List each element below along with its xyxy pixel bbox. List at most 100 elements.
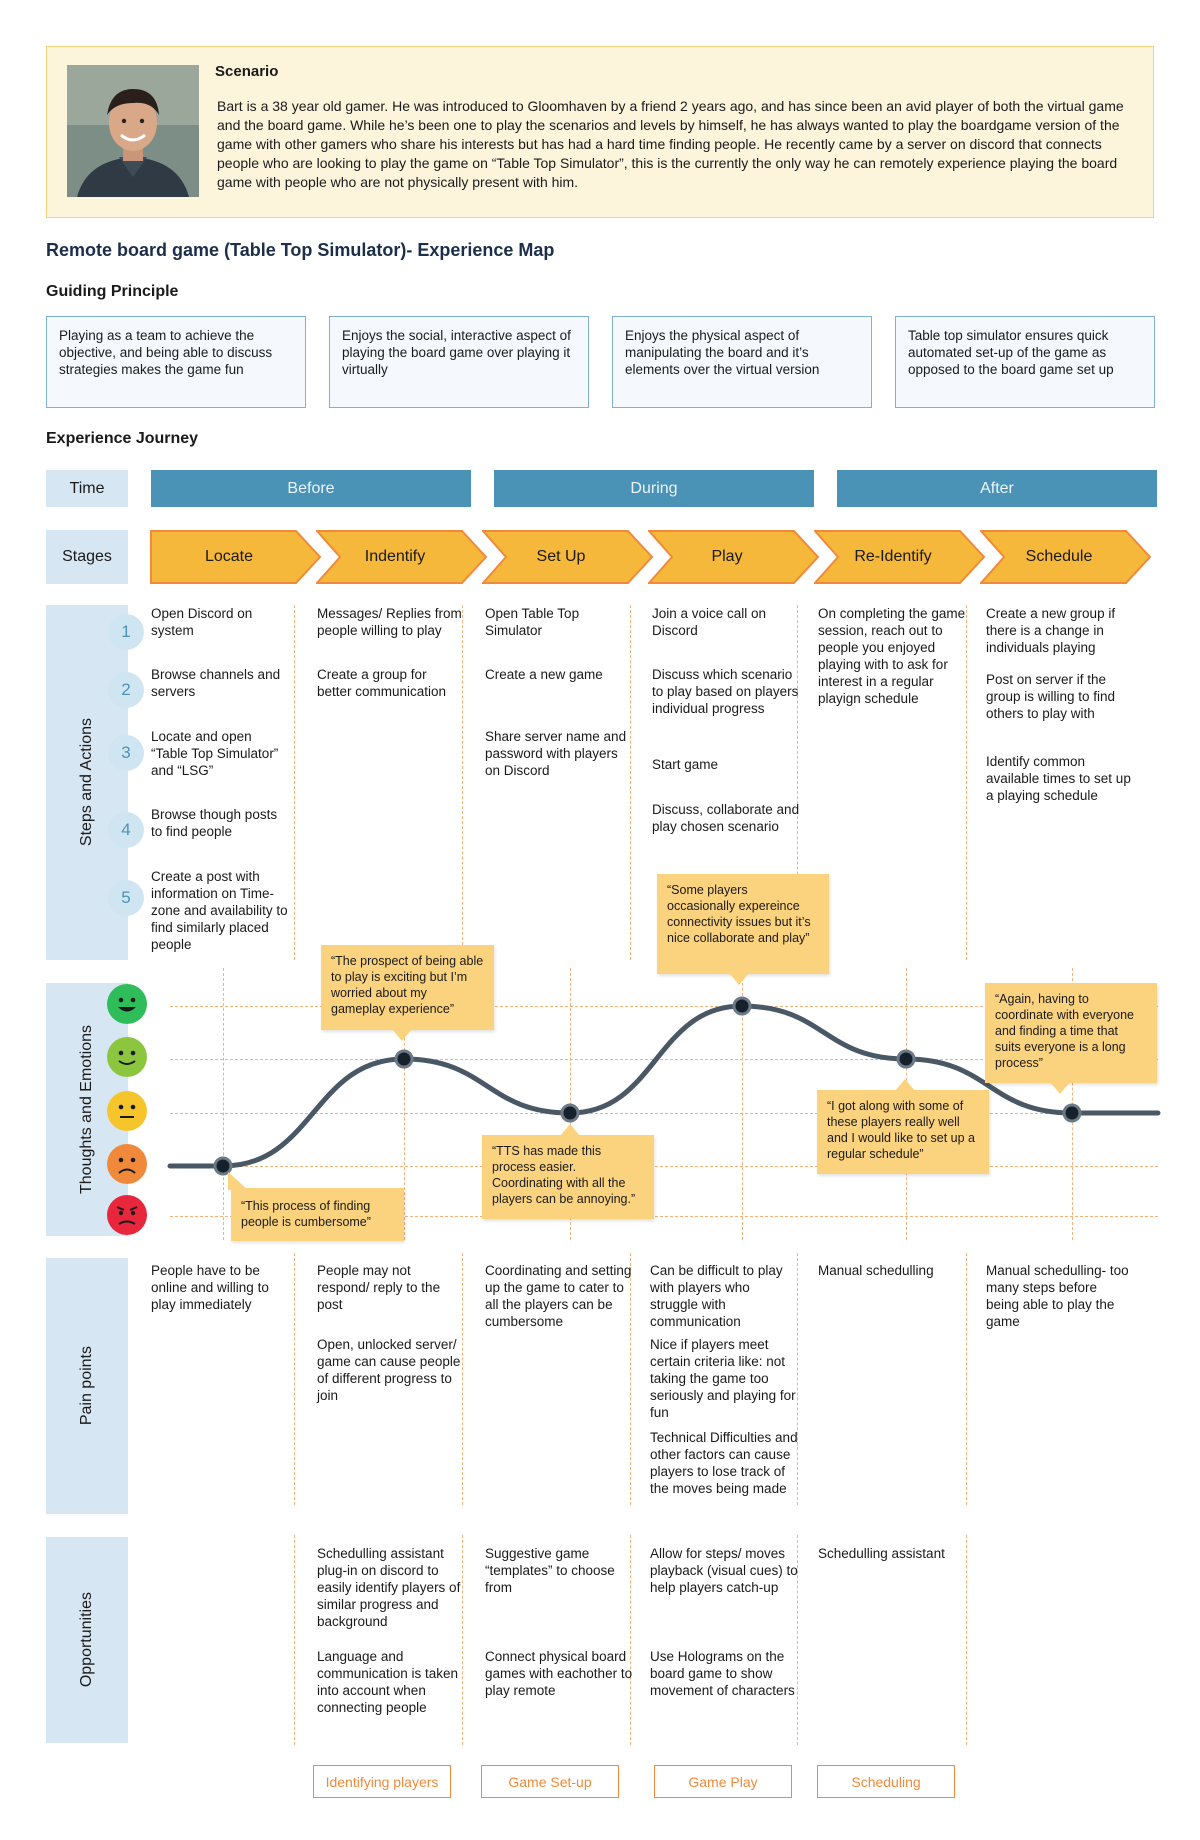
pain-point: Coordinating and setting up the game to …	[485, 1263, 632, 1329]
pain-point: Manual schedulling- too many steps befor…	[986, 1263, 1129, 1329]
step-action: Browse channels and servers	[151, 667, 281, 699]
scenario-title: Scenario	[215, 63, 279, 80]
stage-label: Schedule	[1025, 548, 1093, 565]
step-action: Create a post with information on Time-z…	[151, 869, 288, 952]
opportunity: Suggestive game “templates” to choose fr…	[485, 1546, 615, 1595]
step-action: Open Discord on system	[151, 606, 253, 638]
emotion-quote: “This process of finding people is cumbe…	[231, 1188, 404, 1241]
emotion-point	[213, 1156, 233, 1176]
stage-reidentify: Re-Identify	[814, 530, 986, 584]
stage-chevron-shape	[648, 530, 820, 584]
sad-face-icon	[107, 1144, 147, 1184]
time-phase-during: During	[494, 470, 814, 507]
step-number: 1	[108, 614, 144, 650]
emotion-point	[394, 1049, 414, 1069]
step-action: Share server name and password with play…	[485, 729, 627, 778]
persona-photo	[67, 65, 199, 197]
guiding-principle-box: Enjoys the social, interactive aspect of…	[329, 316, 589, 408]
step-action: Discuss which scenario to play based on …	[652, 667, 799, 716]
scenario-panel: Scenario Bart is a 38 year old gamer. He…	[46, 46, 1154, 218]
row-label-time: Time	[46, 470, 128, 507]
pain-point: Open, unlocked server/ game can cause pe…	[317, 1337, 461, 1403]
stage-label: Re-Identify	[854, 548, 932, 565]
step-number: 5	[108, 880, 144, 916]
opportunity-tag-scheduling: Scheduling	[817, 1765, 955, 1798]
stage-chevron-shape	[316, 530, 488, 584]
stage-setup: Set Up	[482, 530, 654, 584]
step-action: Create a new group if there is a change …	[986, 606, 1116, 655]
step-action: Create a new game	[485, 667, 603, 682]
step-action: Messages/ Replies from people willing to…	[317, 606, 462, 638]
emotion-point	[1062, 1103, 1082, 1123]
stage-play: Play	[648, 530, 820, 584]
stage-label: Play	[711, 548, 743, 565]
pain-point: Technical Difficulties and other factors…	[650, 1430, 798, 1496]
quote-pointer	[560, 1124, 580, 1136]
pain-point: People may not respond/ reply to the pos…	[317, 1263, 441, 1312]
emotion-quote: “I got along with some of these players …	[817, 1090, 989, 1174]
pain-point: Can be difficult to play with players wh…	[650, 1263, 783, 1329]
step-action: Identify common available times to set u…	[986, 754, 1131, 803]
angry-face-icon	[107, 1195, 147, 1235]
opportunity: Schedulling assistant	[818, 1546, 945, 1561]
quote-pointer	[392, 1029, 412, 1041]
happy-face-icon	[107, 1037, 147, 1077]
step-number: 2	[108, 672, 144, 708]
opportunity-tag-identifying-players: Identifying players	[313, 1765, 451, 1798]
opportunity: Use Holograms on the board game to show …	[650, 1649, 795, 1698]
persona-photo-graphic	[67, 65, 199, 197]
emotion-point	[896, 1049, 916, 1069]
stage-chevron-shape	[150, 530, 322, 584]
quote-pointer	[1050, 1082, 1070, 1094]
step-action: Discuss, collaborate and play chosen sce…	[652, 802, 800, 834]
step-action: Start game	[652, 757, 719, 772]
opportunity-tag-game-play: Game Play	[654, 1765, 792, 1798]
step-action: Locate and open “Table Top Simulator” an…	[151, 729, 279, 778]
opportunity: Schedulling assistant plug-in on discord…	[317, 1546, 461, 1629]
row-label-pain-points: Pain points	[46, 1258, 128, 1514]
emotion-curve-line	[167, 1003, 1161, 1169]
neutral-face-icon	[107, 1091, 147, 1131]
quote-pointer	[729, 973, 749, 985]
step-action: Post on server if the group is willing t…	[986, 672, 1116, 721]
emotion-point	[732, 996, 752, 1016]
step-action: On completing the game session, reach ou…	[818, 606, 966, 706]
quote-pointer	[228, 1172, 248, 1190]
emotion-point	[560, 1103, 580, 1123]
step-action: Join a voice call on Discord	[652, 606, 767, 638]
very-happy-face-icon	[107, 984, 147, 1024]
stage-label: Set Up	[536, 548, 586, 565]
step-action: Create a group for better communication	[317, 667, 447, 699]
guiding-principle-box: Table top simulator ensures quick automa…	[895, 316, 1155, 408]
time-phase-after: After	[837, 470, 1157, 507]
step-action: Open Table Top Simulator	[485, 606, 580, 638]
emotion-quote: “The prospect of being able to play is e…	[321, 945, 494, 1030]
pain-point: Nice if players meet certain criteria li…	[650, 1337, 796, 1420]
quote-pointer	[895, 1079, 915, 1091]
stage-label: Indentify	[364, 548, 426, 565]
experience-journey-title: Experience Journey	[46, 430, 199, 447]
guiding-principle-box: Enjoys the physical aspect of manipulati…	[612, 316, 872, 408]
map-title: Remote board game (Table Top Simulator)-…	[46, 240, 555, 260]
pain-point: Manual schedulling	[818, 1263, 934, 1278]
pain-point: People have to be online and willing to …	[151, 1263, 269, 1312]
step-number: 3	[108, 735, 144, 771]
step-action: Browse though posts to find people	[151, 807, 278, 839]
row-label-stages: Stages	[46, 530, 128, 584]
stage-identify: Indentify	[316, 530, 488, 584]
step-number: 4	[108, 812, 144, 848]
emotion-quote: “Again, having to coordinate with everyo…	[985, 983, 1157, 1083]
stage-locate: Locate	[150, 530, 322, 584]
opportunity: Language and communication is taken into…	[317, 1649, 459, 1715]
stage-chevron-shape	[814, 530, 986, 584]
opportunity: Allow for steps/ moves playback (visual …	[650, 1546, 798, 1595]
row-label-opportunities: Opportunities	[46, 1537, 128, 1743]
guiding-principle-box: Playing as a team to achieve the objecti…	[46, 316, 306, 408]
emotion-quote: “Some players occasionally expereince co…	[657, 874, 829, 974]
opportunity-tag-game-setup: Game Set-up	[481, 1765, 619, 1798]
stage-chevron-shape	[482, 530, 654, 584]
guiding-principle-title: Guiding Principle	[46, 283, 179, 300]
opportunity: Connect physical board games with eachot…	[485, 1649, 633, 1698]
stage-chevron-shape	[980, 530, 1152, 584]
